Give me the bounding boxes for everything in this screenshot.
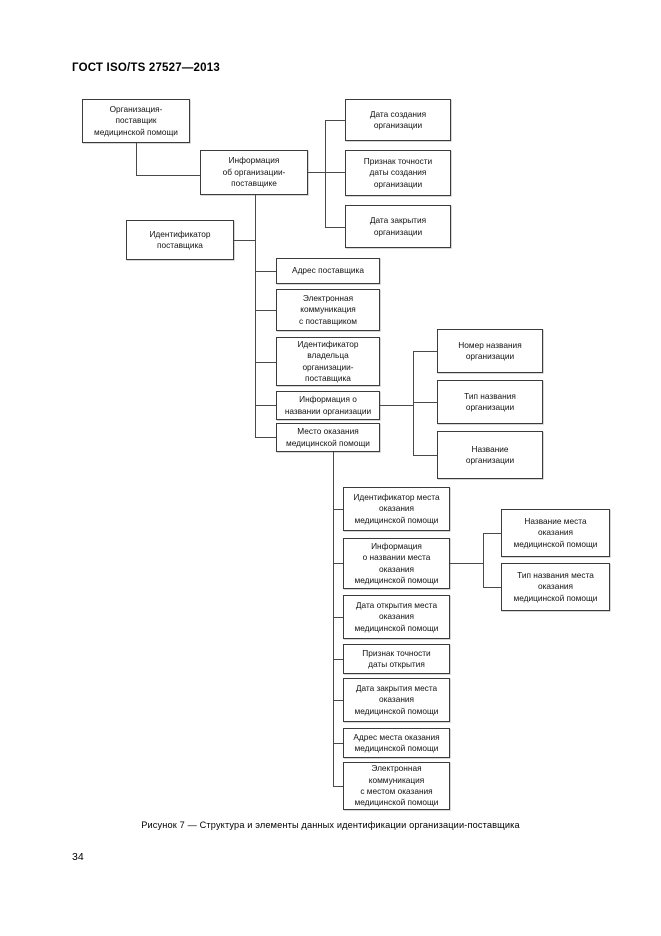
node-care_place_open: Дата открытия места оказания медицинской… [343,595,450,639]
connector-care-name-right [450,563,483,565]
connector-provider-address-link [255,271,276,273]
connector-org-create-top [325,120,345,122]
node-org_info: Информация об организации- поставщике [200,150,308,195]
figure-caption: Рисунок 7 — Структура и элементы данных … [141,820,520,830]
node-label: Номер названия организации [458,339,522,361]
node-care_place_name_info: Информация о названии места оказания мед… [343,538,450,589]
connector-name-type-link [413,402,437,404]
connector-care-close-link [333,700,343,702]
connector-care-open-prec-link [333,659,343,661]
node-care_place: Место оказания медицинской помощи [276,423,380,452]
node-care_place_id: Идентификатор места оказания медицинской… [343,487,450,531]
connector-care-open-link [333,617,343,619]
connector-org-create-prec [325,172,345,174]
node-org_provider: Организация- поставщик медицинской помощ… [82,99,190,143]
connector-name-value-link [413,455,437,457]
connector-care-address-link [333,743,343,745]
node-org_close_date: Дата закрытия организации [345,205,451,248]
node-provider_id: Идентификатор поставщика [126,220,234,260]
connector-care-name-info-link [333,563,343,565]
connector-care-place-link [255,437,276,439]
node-provider_address: Адрес поставщика [276,258,380,284]
connector-org-provider-right [136,175,200,177]
node-label: Адрес места оказания медицинской помощи [353,731,440,753]
node-care_place_close: Дата закрытия места оказания медицинской… [343,678,450,722]
node-org_name_value: Название организации [437,431,543,479]
page-number: 34 [72,851,84,863]
node-org_create_date: Дата создания организации [345,99,451,141]
node-label: Адрес поставщика [292,265,364,276]
node-label: Идентификатор поставщика [149,228,211,250]
connector-org-create-trunk [325,120,327,227]
node-care_place_open_prec: Признак точности даты открытия [343,644,450,674]
node-org_name_info: Информация о названии организации [276,391,380,420]
connector-provider-ecomm-link [255,310,276,312]
node-provider_ecomm: Электронная коммуникация с поставщиком [276,289,380,331]
connector-org-provider-down [136,143,138,176]
connector-provider-id-link [234,240,255,242]
document-standard-header: ГОСТ ISO/TS 27527—2013 [72,62,220,74]
node-label: Организация- поставщик медицинской помощ… [94,103,178,137]
node-label: Дата закрытия организации [369,215,427,237]
node-label: Признак точности даты создания организац… [363,155,433,189]
node-label: Дата открытия места оказания медицинской… [354,599,439,633]
node-label: Информация об организации- поставщике [222,155,286,189]
connector-org-name-info-link [255,405,276,407]
connector-care-name-link [483,533,501,535]
connector-care-id-link [333,509,343,511]
node-owner_id: Идентификатор владельца организации- пос… [276,337,380,386]
node-org_name_number: Номер названия организации [437,329,543,373]
connector-care-name-type-link [483,587,501,589]
node-label: Тип названия организации [464,390,516,412]
node-care_place_name_type: Тип названия места оказания медицинской … [501,563,610,611]
node-label: Идентификатор владельца организации- пос… [297,338,359,383]
node-label: Тип названия места оказания медицинской … [513,569,598,603]
node-label: Дата создания организации [369,108,427,130]
node-org_name_type: Тип названия организации [437,380,543,424]
node-label: Название организации [465,443,515,465]
node-label: Информация о названии организации [284,394,372,416]
node-care_place_address: Адрес места оказания медицинской помощи [343,728,450,758]
connector-owner-id-link [255,362,276,364]
node-care_place_name: Название места оказания медицинской помо… [501,509,610,557]
connector-care-name-trunk [483,533,485,587]
connector-org-info-down [255,195,257,438]
connector-name-number-link [413,351,437,353]
node-label: Признак точности даты открытия [362,647,431,669]
node-label: Место оказания медицинской помощи [286,426,370,448]
node-label: Электронная коммуникация с поставщиком [299,292,357,326]
node-label: Информация о названии места оказания мед… [354,540,439,585]
node-label: Электронная коммуникация с местом оказан… [354,763,439,808]
node-care_place_ecomm: Электронная коммуникация с местом оказан… [343,762,450,810]
node-label: Идентификатор места оказания медицинской… [353,491,440,525]
node-label: Название места оказания медицинской помо… [513,515,598,549]
connector-care-place-down [333,452,335,786]
connector-name-info-right [380,405,413,407]
connector-org-close-date [325,227,345,229]
connector-care-ecomm-link [333,786,343,788]
node-label: Дата закрытия места оказания медицинской… [354,682,439,716]
node-org_create_prec: Признак точности даты создания организац… [345,150,451,196]
